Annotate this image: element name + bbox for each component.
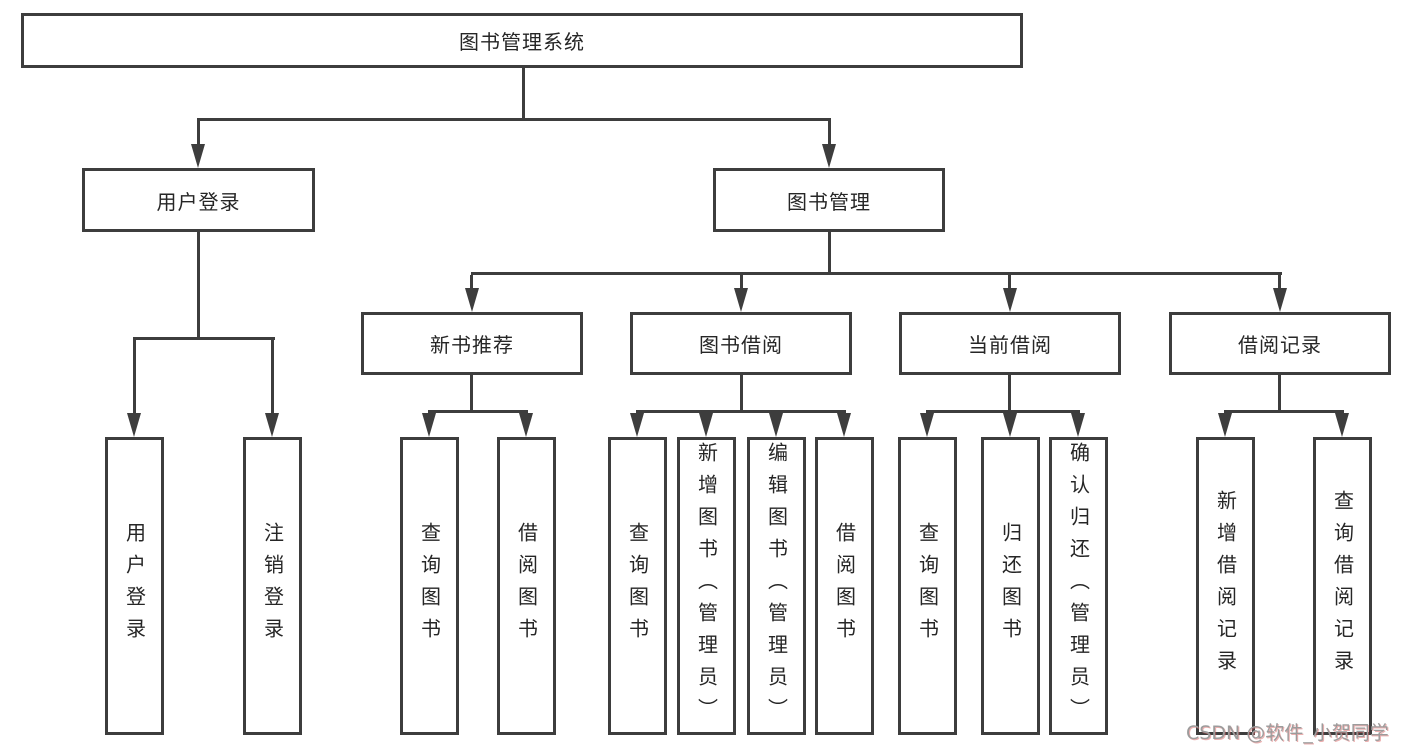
leaf-query-books-recommend-label: 查询图书 <box>417 522 442 650</box>
node-current-borrowing: 当前借阅 <box>899 312 1121 375</box>
leaf-borrow-books-recommend-label: 借阅图书 <box>514 522 539 650</box>
leaf-edit-books-admin: 编辑图书（管理员） <box>747 437 806 735</box>
connector-line <box>197 232 200 340</box>
leaf-borrow-books-label: 借阅图书 <box>832 522 857 650</box>
leaf-query-books-borrow: 查询图书 <box>608 437 667 735</box>
connector-line <box>1278 275 1281 289</box>
connector-line <box>740 375 743 413</box>
node-borrowing-records: 借阅记录 <box>1169 312 1391 375</box>
leaf-logout: 注销登录 <box>243 437 302 735</box>
connector-line <box>1278 375 1281 413</box>
leaf-borrow-books-recommend: 借阅图书 <box>497 437 556 735</box>
node-user-login: 用户登录 <box>82 168 315 232</box>
connector-line <box>271 340 274 414</box>
leaf-add-borrow-record-label: 新增借阅记录 <box>1213 490 1238 682</box>
leaf-query-borrow-record-label: 查询借阅记录 <box>1330 490 1355 682</box>
arrowhead-down-icon <box>265 413 279 437</box>
node-book-borrowing: 图书借阅 <box>630 312 852 375</box>
leaf-borrow-books: 借阅图书 <box>815 437 874 735</box>
arrowhead-down-icon <box>1335 413 1349 437</box>
connector-line <box>926 410 1080 413</box>
arrowhead-down-icon <box>699 413 713 437</box>
leaf-query-books-current: 查询图书 <box>898 437 957 735</box>
arrowhead-down-icon <box>1071 413 1085 437</box>
leaf-edit-books-admin-label: 编辑图书（管理员） <box>764 442 789 730</box>
connector-line <box>470 375 473 413</box>
leaf-user-login: 用户登录 <box>105 437 164 735</box>
arrowhead-down-icon <box>1003 413 1017 437</box>
csdn-watermark: CSDN @软件_小贺同学 <box>1186 722 1389 744</box>
arrowhead-down-icon <box>822 144 836 168</box>
connector-line <box>828 232 831 275</box>
leaf-add-borrow-record: 新增借阅记录 <box>1196 437 1255 735</box>
connector-line <box>522 68 525 121</box>
leaf-add-books-admin-label: 新增图书（管理员） <box>694 442 719 730</box>
arrowhead-down-icon <box>422 413 436 437</box>
leaf-query-borrow-record: 查询借阅记录 <box>1313 437 1372 735</box>
arrowhead-down-icon <box>837 413 851 437</box>
connector-line <box>1008 375 1011 413</box>
leaf-query-books-current-label: 查询图书 <box>915 522 940 650</box>
connector-line <box>828 121 831 145</box>
connector-line <box>471 272 1282 275</box>
arrowhead-down-icon <box>1273 288 1287 312</box>
node-new-book-recommendation: 新书推荐 <box>361 312 583 375</box>
arrowhead-down-icon <box>630 413 644 437</box>
arrowhead-down-icon <box>519 413 533 437</box>
leaf-confirm-return-admin: 确认归还（管理员） <box>1049 437 1108 735</box>
leaf-return-books-label: 归还图书 <box>998 522 1023 650</box>
arrowhead-down-icon <box>1218 413 1232 437</box>
connector-line <box>1008 275 1011 289</box>
arrowhead-down-icon <box>920 413 934 437</box>
arrowhead-down-icon <box>465 288 479 312</box>
arrowhead-down-icon <box>734 288 748 312</box>
leaf-return-books: 归还图书 <box>981 437 1040 735</box>
node-book-management: 图书管理 <box>713 168 945 232</box>
connector-line <box>133 337 275 340</box>
leaf-query-books-borrow-label: 查询图书 <box>625 522 650 650</box>
connector-line <box>740 275 743 289</box>
connector-line <box>197 118 831 121</box>
leaf-add-books-admin: 新增图书（管理员） <box>677 437 736 735</box>
leaf-logout-label: 注销登录 <box>260 522 285 650</box>
connector-line <box>428 410 528 413</box>
leaf-user-login-label: 用户登录 <box>122 522 147 650</box>
leaf-confirm-return-admin-label: 确认归还（管理员） <box>1066 442 1091 730</box>
leaf-query-books-recommend: 查询图书 <box>400 437 459 735</box>
arrowhead-down-icon <box>127 413 141 437</box>
connector-line <box>1224 410 1344 413</box>
node-root-system: 图书管理系统 <box>21 13 1023 68</box>
connector-line <box>470 275 473 289</box>
connector-line <box>197 121 200 145</box>
connector-line <box>636 410 846 413</box>
arrowhead-down-icon <box>191 144 205 168</box>
connector-line <box>133 340 136 414</box>
arrowhead-down-icon <box>1003 288 1017 312</box>
arrowhead-down-icon <box>769 413 783 437</box>
